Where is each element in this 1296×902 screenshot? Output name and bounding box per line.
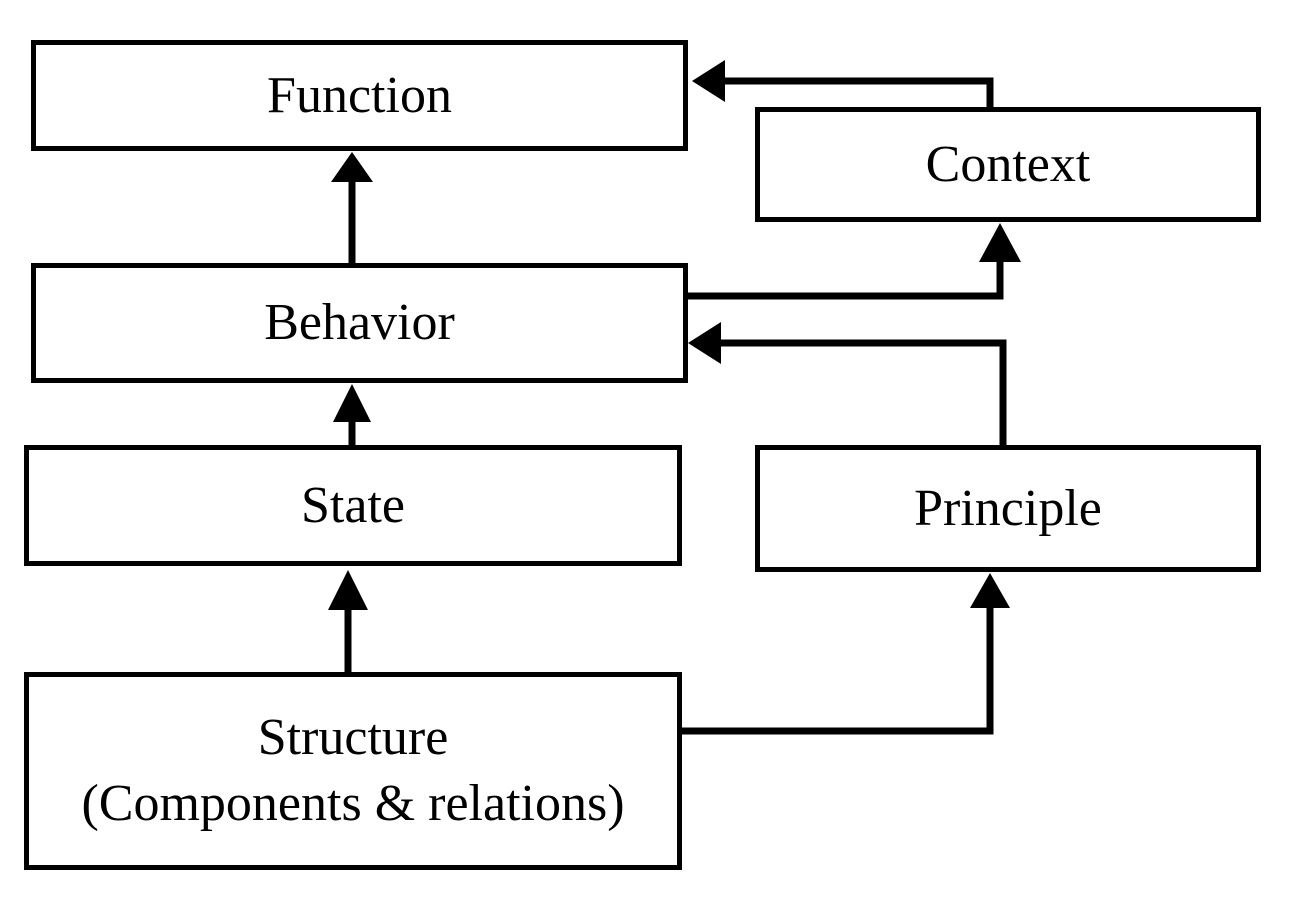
structure-box: Structure (Components & relations) (24, 672, 682, 870)
arrowhead-icon (328, 570, 368, 610)
behavior-box: Behavior (31, 263, 688, 383)
structure-sublabel: (Components & relations) (81, 775, 625, 832)
edge-behavior-to-function (331, 152, 373, 263)
edge-state-to-behavior (333, 384, 371, 445)
edge-principle-to-behavior (688, 322, 1007, 445)
arrowhead-icon (979, 223, 1021, 262)
principle-label: Principle (914, 479, 1102, 537)
arrowhead-icon (692, 60, 725, 102)
edge-context-to-function (692, 60, 994, 107)
context-box: Context (755, 107, 1261, 222)
edge-structure-to-principle (682, 573, 1010, 735)
arrowhead-icon (970, 573, 1010, 608)
principle-box: Principle (755, 445, 1261, 572)
arrowhead-icon (331, 152, 373, 182)
behavior-label: Behavior (264, 294, 455, 351)
arrowhead-icon (333, 384, 371, 422)
function-label: Function (267, 66, 452, 124)
state-box: State (24, 445, 682, 566)
context-label: Context (925, 135, 1091, 193)
function-box: Function (31, 40, 688, 151)
edge-structure-to-state (328, 570, 368, 672)
arrowhead-icon (688, 322, 721, 364)
state-label: State (301, 476, 405, 534)
structure-label: Structure (257, 709, 449, 766)
edge-behavior-to-context (688, 223, 1021, 300)
